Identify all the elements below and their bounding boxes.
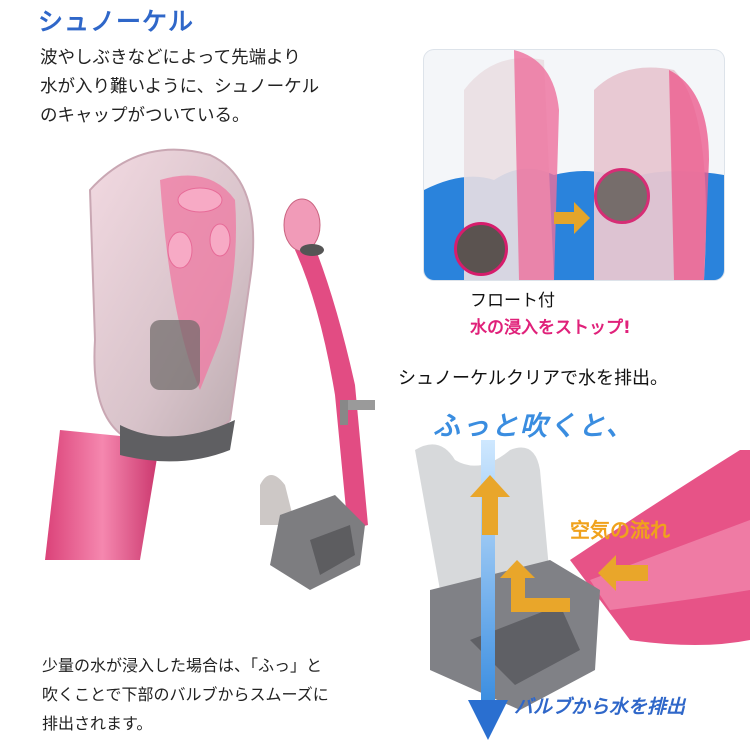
intro-line: 波やしぶきなどによって先端より [40,48,301,68]
small-water-line: 排出されます。 [42,714,153,733]
blow-label: ふっと吹くと、 [433,411,635,442]
snorkel-top-closeup [45,148,255,560]
snorkel-full [260,198,375,590]
arrow-left-icon [598,555,648,591]
float-photo [424,50,724,280]
circle-highlight-icon [454,222,508,276]
intro-text: 波やしぶきなどによって先端より 水が入り難いように、シュノーケル のキャップがつ… [40,44,420,131]
arrow-up-icon [500,560,570,612]
intro-line: のキャップがついている。 [40,106,250,126]
valve-drain-label: バルブから水を排出 [514,696,686,718]
arrow-down-icon [468,700,508,740]
arrow-up-icon [470,475,510,535]
float-label: フロート付 [470,291,555,311]
circle-highlight-icon [594,168,650,224]
small-water-line: 吹くことで下部のバルブからスムーズに [42,685,329,704]
clear-instruction: シュノーケルクリアで水を排出。 [398,368,668,389]
small-water-line: 少量の水が浸入した場合は、「ふっ」と [42,656,323,675]
page-title: シュノーケル [38,7,195,36]
intro-line: 水が入り難いように、シュノーケル [40,77,320,97]
small-water-text: 少量の水が浸入した場合は、「ふっ」と 吹くことで下部のバルブからスムーズに 排出… [42,651,392,738]
stop-label: 水の浸入をストップ! [470,318,631,338]
arrow-right-icon [554,202,590,234]
airflow-label: 空気の流れ [570,518,670,542]
